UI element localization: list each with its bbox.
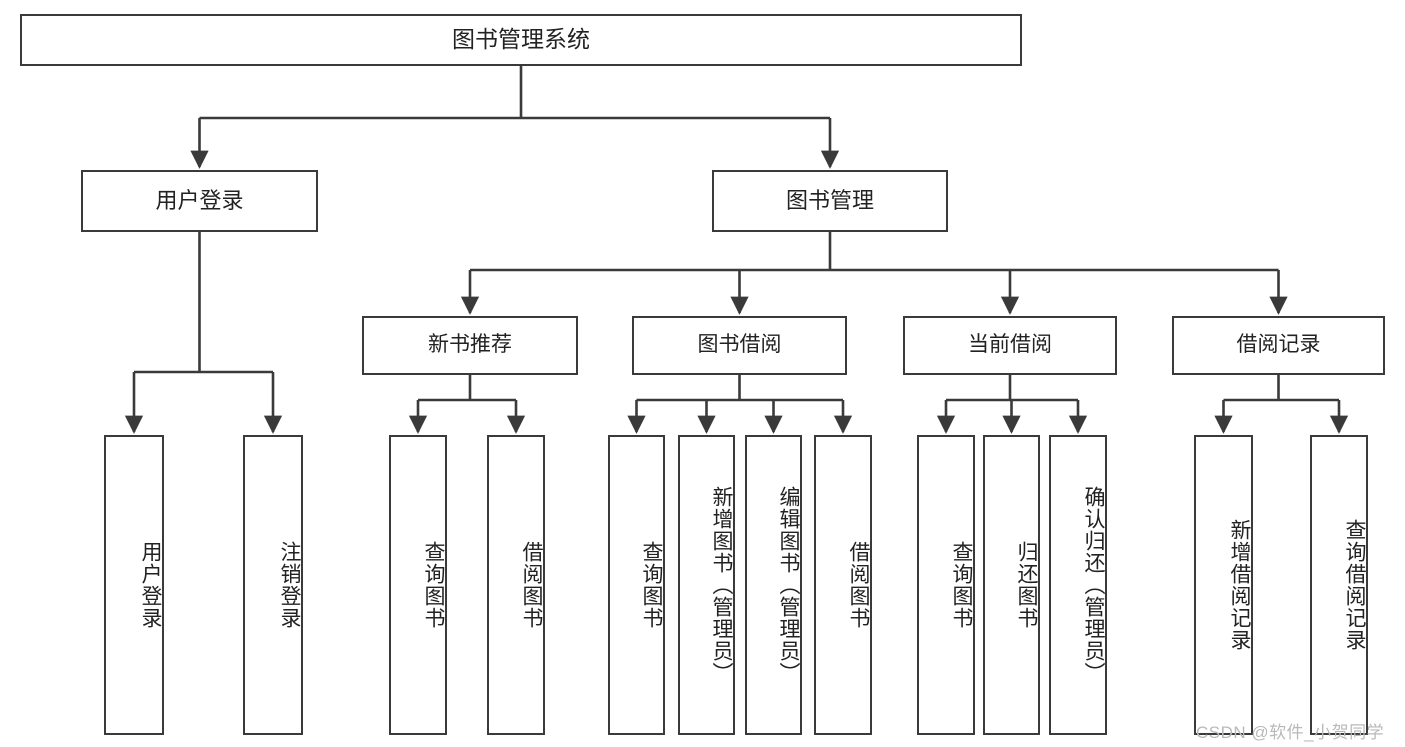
- node-label: 图书借阅: [697, 333, 782, 357]
- node-label: 借阅图书: [847, 541, 870, 629]
- node-user-login[interactable]: 用户登录: [81, 170, 318, 232]
- node-user-login-leaf[interactable]: 用户登录: [104, 435, 164, 735]
- node-label: 注销登录: [278, 541, 301, 629]
- node-label: 新增图书（管理员）: [710, 486, 733, 684]
- node-borrow-record[interactable]: 借阅记录: [1172, 316, 1385, 375]
- node-book-borrow[interactable]: 图书借阅: [632, 316, 847, 375]
- node-label: 归还图书: [1015, 541, 1038, 629]
- node-label: 图书管理系统: [452, 26, 590, 53]
- node-label: 确认归还（管理员）: [1082, 486, 1105, 684]
- node-label: 用户登录: [155, 188, 244, 214]
- node-label: 编辑图书（管理员）: [777, 486, 800, 684]
- node-label: 查询借阅记录: [1343, 519, 1366, 651]
- node-label: 用户登录: [139, 541, 162, 629]
- node-root-system[interactable]: 图书管理系统: [20, 14, 1022, 66]
- node-book-management[interactable]: 图书管理: [712, 170, 948, 232]
- node-query-book-current[interactable]: 查询图书: [917, 435, 975, 735]
- node-confirm-return-admin[interactable]: 确认归还（管理员）: [1049, 435, 1107, 735]
- node-edit-book-admin[interactable]: 编辑图书（管理员）: [745, 435, 802, 735]
- node-borrow-book-borrow[interactable]: 借阅图书: [814, 435, 872, 735]
- node-add-borrow-record[interactable]: 新增借阅记录: [1194, 435, 1253, 735]
- node-label: 借阅记录: [1236, 333, 1321, 357]
- node-label: 查询图书: [422, 541, 445, 629]
- node-new-book-recommend[interactable]: 新书推荐: [362, 316, 578, 375]
- node-label: 查询图书: [950, 541, 973, 629]
- node-query-book-borrow[interactable]: 查询图书: [608, 435, 665, 735]
- node-query-book-rec[interactable]: 查询图书: [389, 435, 447, 735]
- node-label: 查询图书: [640, 541, 663, 629]
- node-current-borrow[interactable]: 当前借阅: [903, 316, 1117, 375]
- node-query-borrow-record[interactable]: 查询借阅记录: [1310, 435, 1368, 735]
- node-borrow-book-rec[interactable]: 借阅图书: [487, 435, 545, 735]
- node-label: 当前借阅: [968, 333, 1052, 357]
- node-label: 图书管理: [785, 188, 874, 214]
- node-logout-leaf[interactable]: 注销登录: [243, 435, 303, 735]
- node-add-book-admin[interactable]: 新增图书（管理员）: [678, 435, 735, 735]
- node-label: 借阅图书: [520, 541, 543, 629]
- node-label: 新增借阅记录: [1228, 519, 1251, 651]
- node-label: 新书推荐: [428, 333, 512, 357]
- csdn-watermark: CSDN @软件_小贺同学: [1196, 723, 1385, 742]
- node-return-book[interactable]: 归还图书: [983, 435, 1040, 735]
